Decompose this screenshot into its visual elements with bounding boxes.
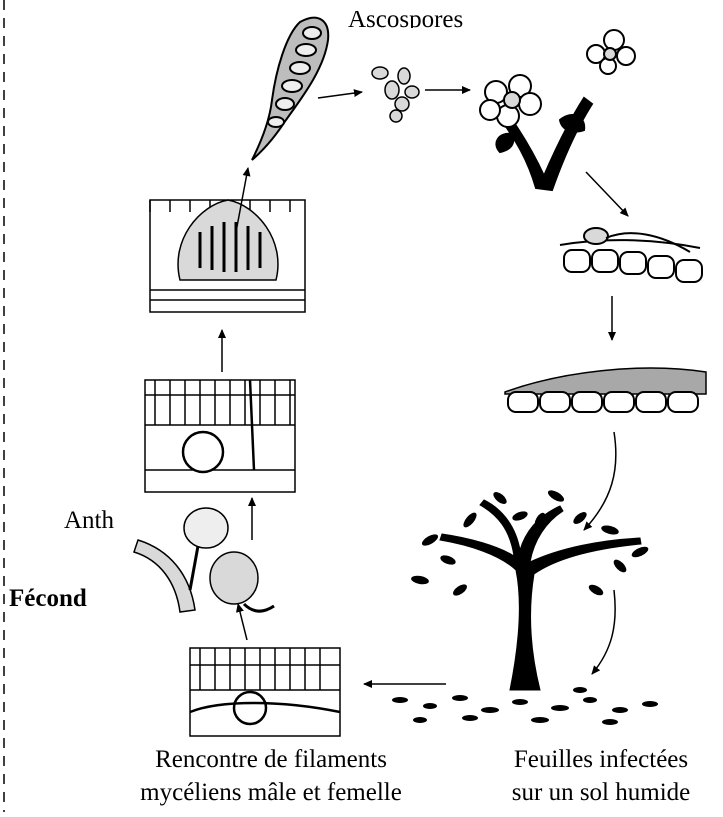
label-fecond: Fécond bbox=[9, 584, 135, 614]
arrow-infected-to-tree bbox=[584, 432, 616, 530]
arrow-flower-to-tissue bbox=[586, 172, 628, 216]
caption-rencontre-line2: mycéliens mâle et femelle bbox=[128, 778, 414, 807]
mycelium-meeting-illustration bbox=[190, 648, 340, 736]
spore-germination-tissue bbox=[560, 228, 702, 282]
label-ascospores: Ascospores bbox=[348, 11, 516, 28]
label-anth: Anth bbox=[64, 506, 114, 536]
arrow-tree-to-ground bbox=[592, 590, 615, 674]
flower-twig-illustration bbox=[480, 30, 635, 190]
ascus-illustration bbox=[252, 18, 328, 160]
ascospores-illustration bbox=[372, 67, 419, 122]
tree-illustration bbox=[392, 488, 658, 725]
caption-feuilles-line2: sur un sol humide bbox=[483, 778, 719, 807]
label-ascospores-text: Ascospores bbox=[348, 11, 463, 28]
fertilization-illustration bbox=[134, 508, 274, 612]
arrow-mycelium-to-fertilization bbox=[238, 604, 247, 640]
caption-feuilles-line1: Feuilles infectées bbox=[483, 745, 719, 774]
developing-tissue-illustration bbox=[145, 380, 295, 492]
infected-leaf-tissue bbox=[505, 368, 706, 412]
label-fecond-text: Fécond bbox=[9, 585, 87, 612]
caption-rencontre-line1: Rencontre de filaments bbox=[128, 745, 414, 774]
caption-rencontre: Rencontre de filaments mycéliens mâle et… bbox=[128, 745, 414, 807]
caption-feuilles: Feuilles infectées sur un sol humide bbox=[483, 745, 719, 807]
label-anth-text: Anth bbox=[64, 507, 114, 534]
perithecium-illustration bbox=[150, 200, 305, 312]
arrow-ascus-to-spores bbox=[318, 92, 362, 98]
